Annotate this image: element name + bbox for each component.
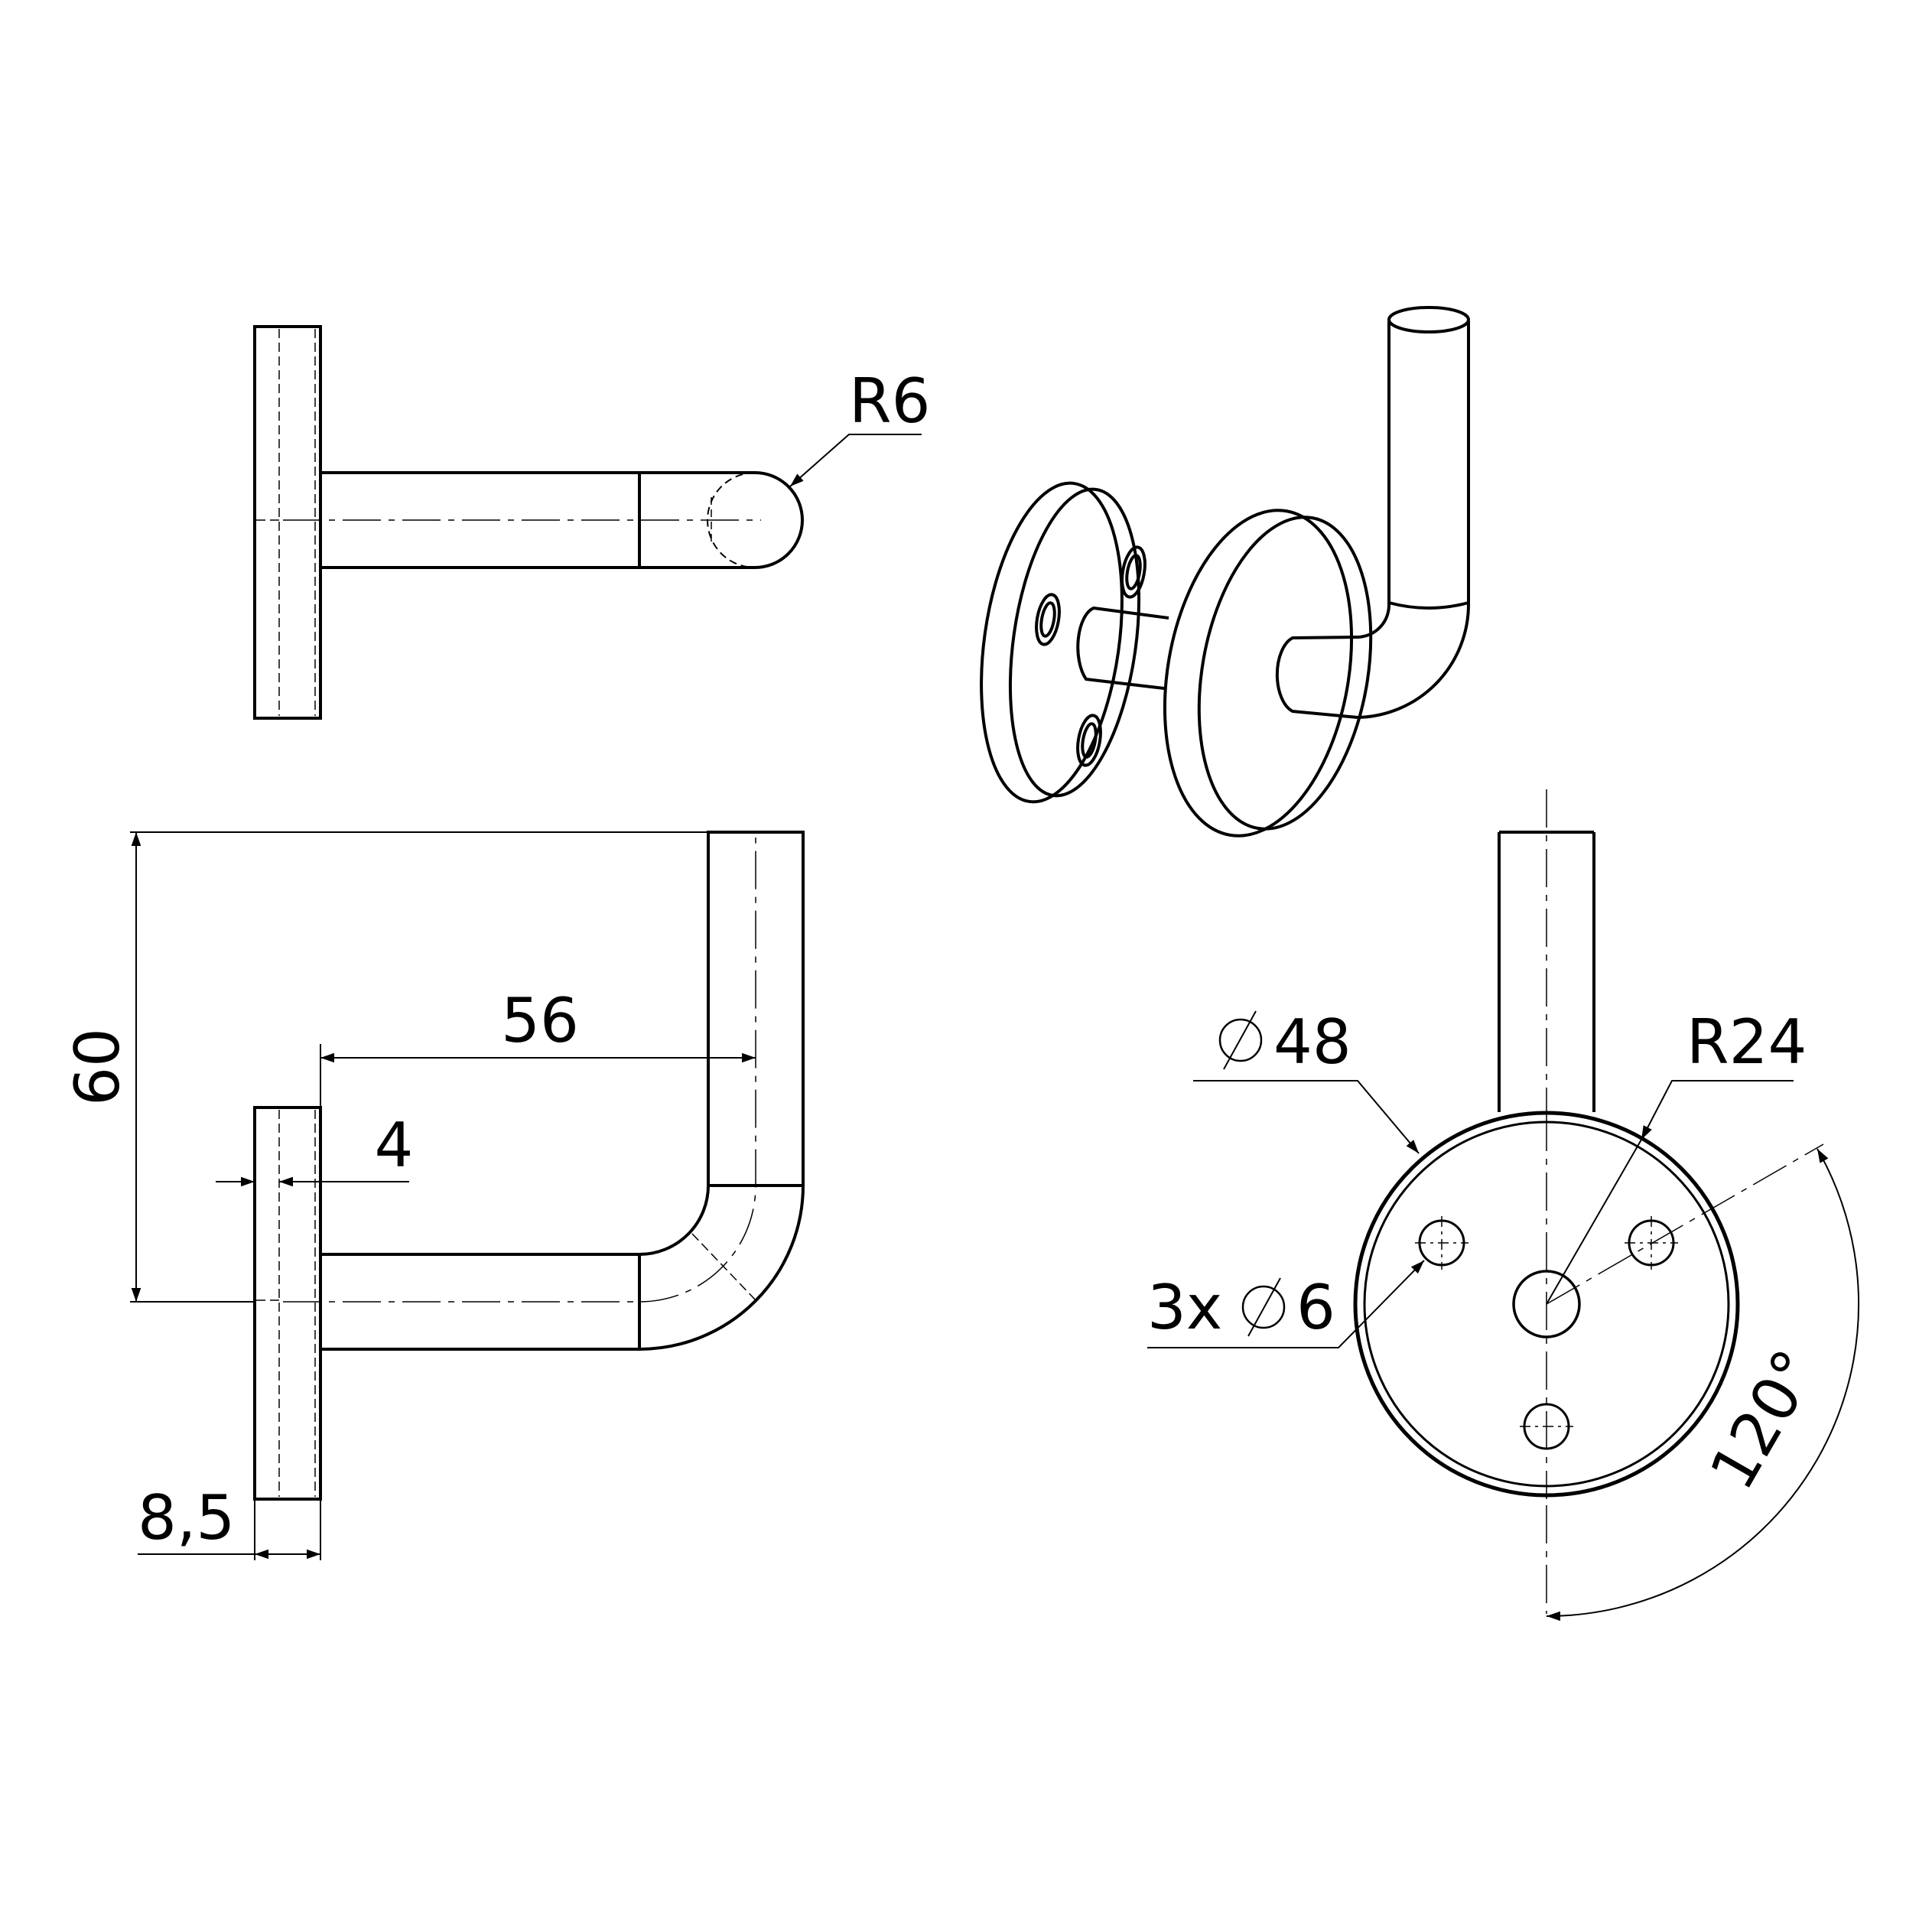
isometric-view: [980, 306, 1470, 838]
hole-count-label: 3x: [1147, 1272, 1222, 1343]
front-view-dimensions: [1147, 1010, 1860, 1621]
side-view-dimensions: [130, 831, 756, 1560]
top-view: [253, 325, 804, 720]
hole-callout: 3x 6: [1147, 1272, 1335, 1343]
hole-diameter-label: 6: [1296, 1272, 1335, 1343]
side-view-arm: [320, 831, 805, 1351]
angle-arc: [1546, 1148, 1860, 1621]
top-view-plate: [253, 325, 322, 720]
height-label: 60: [62, 1028, 133, 1106]
bolt-radius-label: R24: [1686, 1007, 1807, 1078]
side-view: [253, 831, 805, 1501]
diameter-48-callout: 48: [1218, 1007, 1351, 1078]
inset-label: 4: [375, 1110, 414, 1181]
length-label: 56: [501, 985, 579, 1056]
top-view-hidden-lines: [256, 329, 316, 716]
r6-label: R6: [849, 366, 930, 437]
diameter-symbol-icon: [1241, 1285, 1286, 1329]
plate-diameter-label: 48: [1273, 1007, 1351, 1078]
side-view-plate: [253, 1106, 322, 1501]
r6-callout: R6: [789, 366, 930, 487]
diameter-symbol-icon: [1218, 1018, 1263, 1062]
side-view-hidden-lines: [256, 1110, 316, 1497]
thickness-label: 8,5: [138, 1482, 235, 1553]
top-view-arm: [320, 471, 804, 569]
side-view-centerline: [283, 838, 756, 1303]
